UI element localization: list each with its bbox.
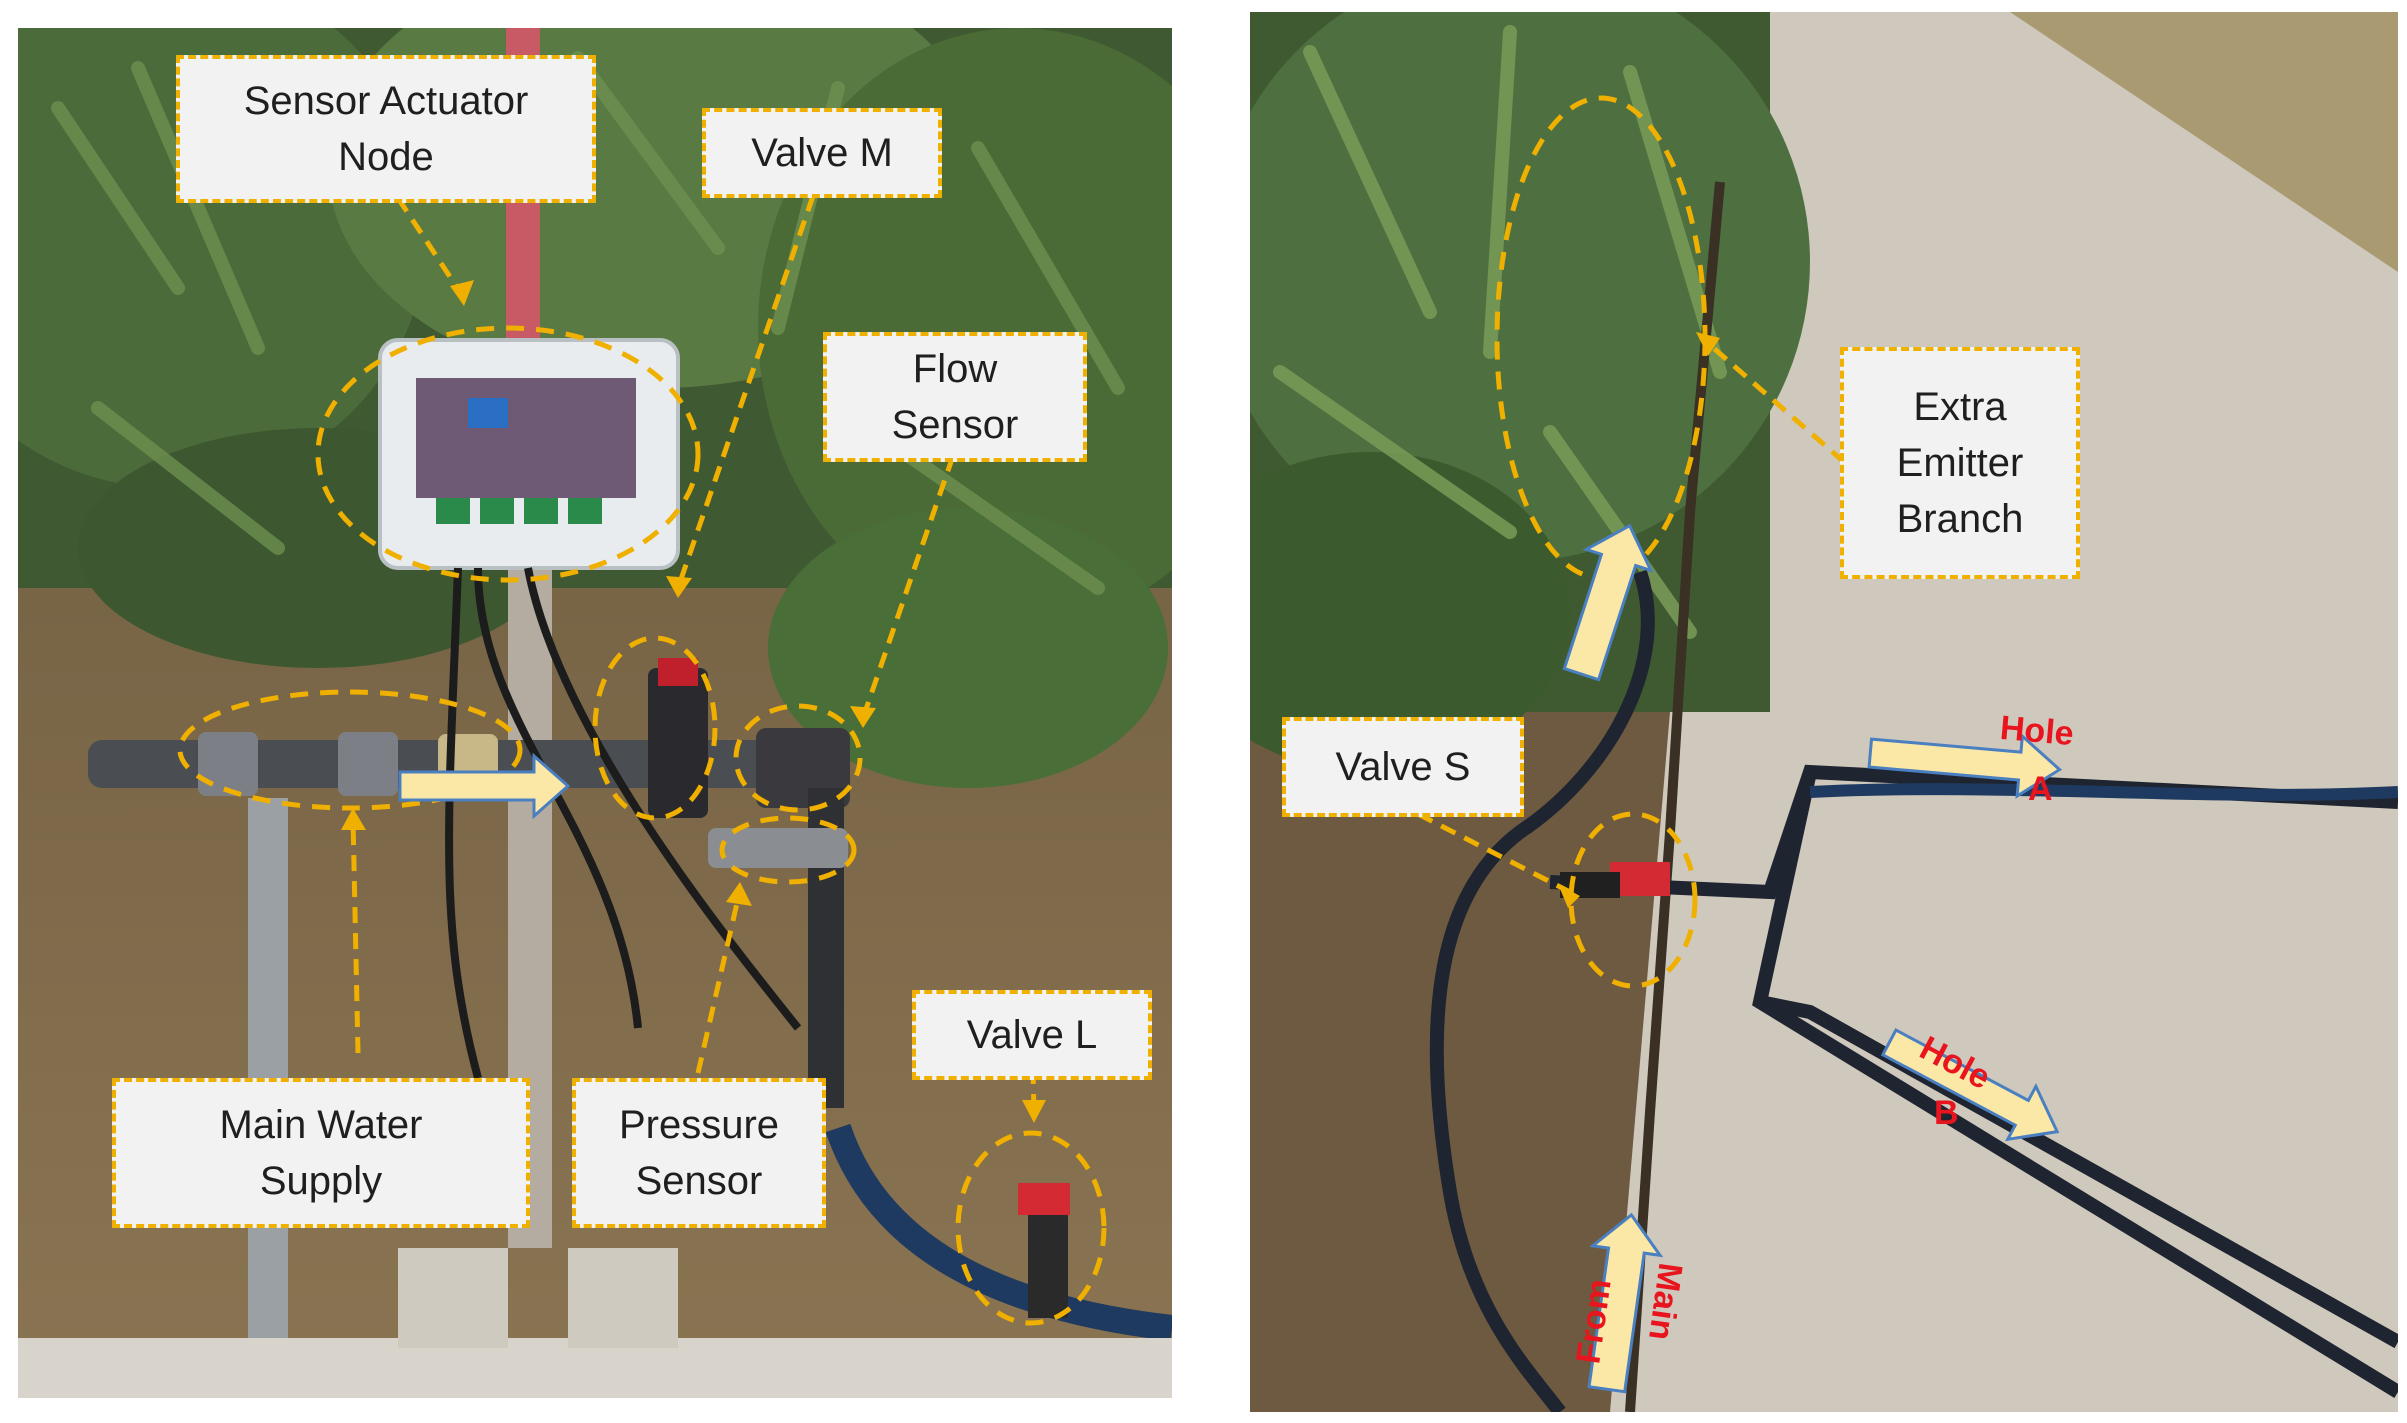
hole-a-arrow [1867, 733, 2063, 799]
main-water-supply-label: Main Water Supply [112, 1078, 530, 1228]
extra-branch-flow-arrow [1562, 523, 1654, 682]
valve-s-label: Valve S [1282, 717, 1524, 817]
valve-m-label: Valve M [702, 108, 942, 198]
hole-a-text-top: Hole [1998, 708, 2076, 754]
right-photo: Extra Emitter Branch Valve S Hole A Hole… [1250, 12, 2398, 1412]
sensor-actuator-node-label: Sensor Actuator Node [176, 55, 596, 203]
pressure-sensor-label: Pressure Sensor [572, 1078, 826, 1228]
hole-b-text-bottom: B [1934, 1094, 1959, 1132]
flow-sensor-label: Flow Sensor [823, 332, 1087, 462]
right-photo-scene [1250, 12, 2398, 1412]
left-photo: Sensor Actuator Node Valve M Flow Sensor… [18, 28, 1172, 1398]
hole-a-text-bottom: A [2028, 770, 2053, 808]
from-main-arrow [1587, 1212, 1664, 1394]
extra-emitter-branch-label: Extra Emitter Branch [1840, 347, 2080, 579]
valve-l-label: Valve L [912, 990, 1152, 1080]
hole-b-arrow [1880, 1028, 2060, 1142]
flow-direction-arrow [398, 752, 571, 820]
